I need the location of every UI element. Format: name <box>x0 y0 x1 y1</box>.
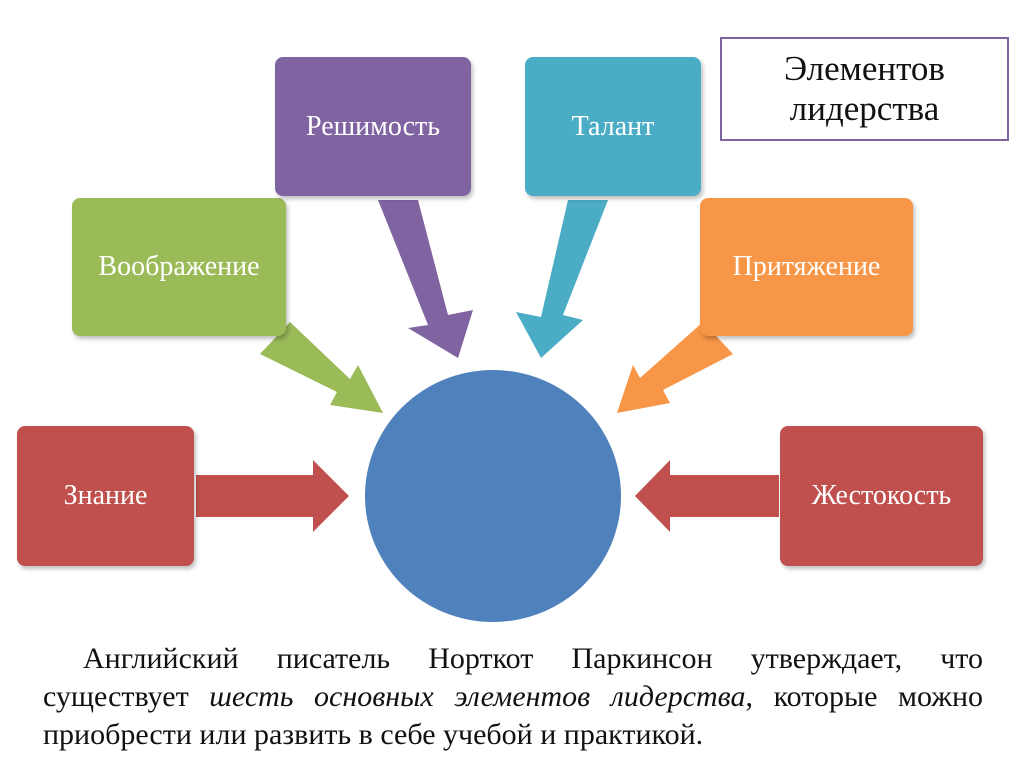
page-title: Элементов лидерства <box>735 49 995 129</box>
caption-paragraph: Английский писатель Норткот Паркинсон ут… <box>43 640 983 754</box>
box-knowledge-label: Знание <box>63 480 148 511</box>
caption-emphasis: шесть основных элементов лидерства <box>209 680 746 713</box>
box-determination-label: Решимость <box>305 110 441 142</box>
center-circle <box>365 370 621 622</box>
box-talent: Талант <box>525 57 701 196</box>
box-attraction: Притяжение <box>700 198 913 336</box>
caption-part-1: Английский писатель Норткот Паркинсон ут… <box>43 642 983 713</box>
arrow-knowledge <box>196 460 349 532</box>
box-imagination: Воображение <box>72 198 286 336</box>
arrow-talent <box>516 200 608 358</box>
arrow-cruelty <box>635 460 779 532</box>
box-knowledge: Знание <box>17 426 194 566</box>
title-line-1: Элементов <box>784 49 945 88</box>
arrow-determination <box>378 200 473 358</box>
caption-part-2: , которые можно приобрести или развить в… <box>43 680 983 751</box>
box-determination: Решимость <box>275 57 471 196</box>
box-cruelty: Жестокость <box>780 426 983 566</box>
box-talent-label: Талант <box>571 110 655 142</box>
arrow-attraction <box>617 322 733 413</box>
arrow-imagination <box>260 322 383 413</box>
title-box: Элементов лидерства <box>720 37 1009 141</box>
box-cruelty-label: Жестокость <box>811 480 952 511</box>
title-line-2: лидерства <box>789 89 940 128</box>
box-attraction-label: Притяжение <box>732 251 881 282</box>
box-imagination-label: Воображение <box>98 251 260 282</box>
